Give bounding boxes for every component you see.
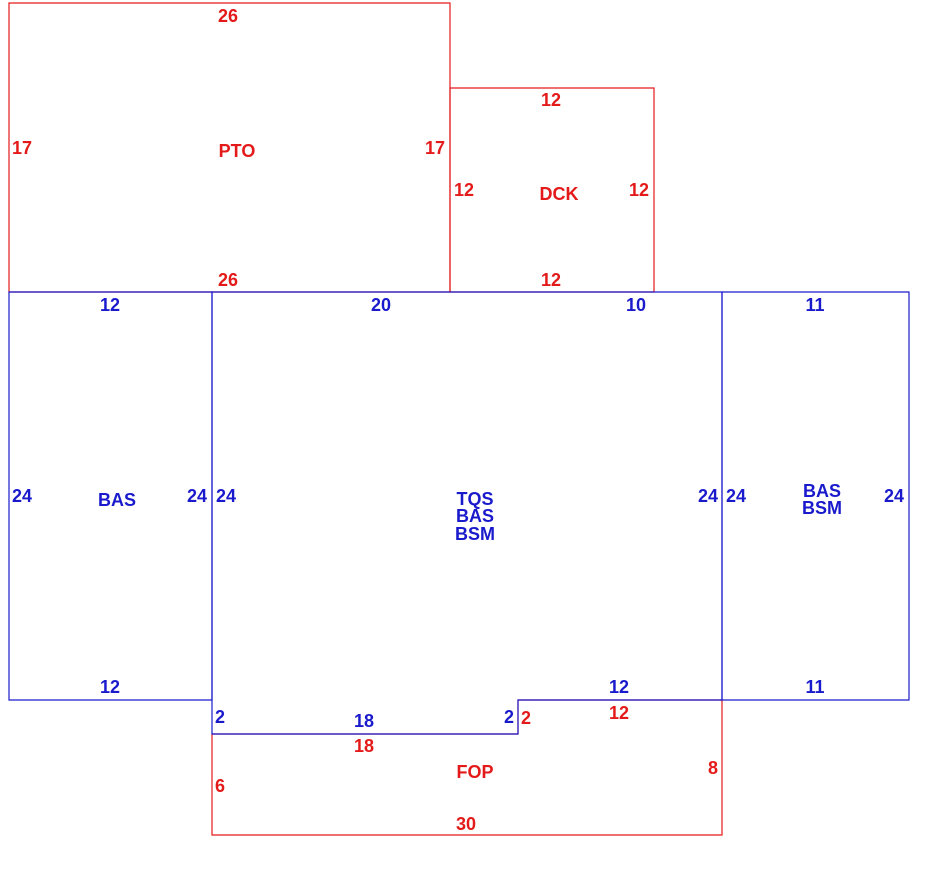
fop-dim-top-left: 18	[354, 736, 374, 756]
pto-dim-left: 17	[12, 138, 32, 158]
area-pto: 26 26 17 17 PTO	[8, 2, 451, 293]
main-dim-top-right: 10	[626, 295, 646, 315]
main-dim-left: 24	[216, 486, 236, 506]
main-dim-bottom-right: 12	[609, 677, 629, 697]
main-dim-top-left: 20	[371, 295, 391, 315]
fop-dim-top-right: 12	[609, 703, 629, 723]
fop-area-code: FOP	[456, 762, 493, 782]
dck-dim-top: 12	[541, 90, 561, 110]
bas-right-dim-top: 11	[805, 295, 824, 315]
fop-dim-bottom: 30	[456, 814, 476, 834]
main-dim-notch-bottom: 18	[354, 711, 374, 731]
dck-area-code: DCK	[540, 184, 579, 204]
bas-left-dim-left: 24	[12, 486, 32, 506]
bas-left-area-code: BAS	[98, 490, 136, 510]
dck-dim-right: 12	[629, 180, 649, 200]
area-bas-left: 12 12 24 24 BAS	[8, 291, 213, 701]
bas-left-dim-top: 12	[100, 295, 120, 315]
main-dim-notch-right: 2	[504, 707, 514, 727]
pto-dim-top: 26	[218, 6, 238, 26]
area-dck: 12 12 12 12 DCK	[449, 87, 655, 293]
dck-dim-left: 12	[454, 180, 474, 200]
area-fop: 18 2 12 6 8 30 FOP	[211, 699, 723, 836]
dck-dim-bottom: 12	[541, 270, 561, 290]
main-dim-right: 24	[698, 486, 718, 506]
fop-dim-top-step: 2	[521, 708, 531, 728]
area-bas-right: 11 11 24 24 BAS BSM	[721, 291, 910, 701]
pto-area-code: PTO	[219, 141, 256, 161]
fop-dim-right: 8	[708, 758, 718, 778]
area-main: 20 10 24 24 12 2 18 2 TQS BAS BSM	[211, 291, 723, 735]
bas-right-outline	[721, 291, 910, 701]
bas-left-dim-right: 24	[187, 486, 207, 506]
bas-right-dim-left: 24	[726, 486, 746, 506]
bas-right-area-code-1: BAS	[803, 481, 841, 501]
bas-right-dim-right: 24	[884, 486, 904, 506]
bas-right-area-code-2: BSM	[802, 498, 842, 518]
pto-dim-right: 17	[425, 138, 445, 158]
main-dim-notch-left: 2	[215, 707, 225, 727]
bas-right-dim-bottom: 11	[805, 677, 824, 697]
main-area-code-2: BAS	[456, 506, 494, 526]
main-area-code-1: TQS	[456, 489, 493, 509]
bas-left-dim-bottom: 12	[100, 677, 120, 697]
pto-dim-bottom: 26	[218, 270, 238, 290]
main-area-code-3: BSM	[455, 524, 495, 544]
fop-dim-left: 6	[215, 776, 225, 796]
